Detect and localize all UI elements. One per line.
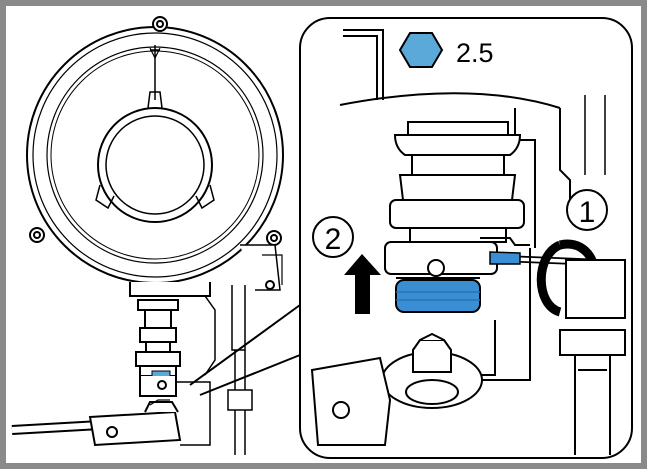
cable-lug [88,410,182,447]
step-2-badge: 2 [312,216,354,258]
mount-ear-left [29,227,45,243]
mounting-surface [339,92,561,109]
zoom-callout-lines [189,304,301,396]
mount-ear-right [266,230,282,246]
housing-bracket [129,282,211,297]
tool-size-label: 2.5 [456,38,494,68]
stem-nut-top [137,299,179,311]
bottom-nut [381,332,483,409]
hex-size-icon [398,32,444,68]
step-1-badge: 1 [566,189,608,231]
cable-lug-detail [310,356,392,446]
svg-text:2: 2 [325,223,342,256]
svg-text:1: 1 [579,196,596,229]
detail-panel: 1 2 [299,17,633,459]
inner-ring [97,107,213,223]
valve-stem [384,121,525,277]
overview-assembly [11,16,284,455]
highlight-ring [395,279,481,313]
mount-ear-top [152,16,168,32]
up-arrow-icon [344,254,381,314]
right-fitting [559,259,626,455]
